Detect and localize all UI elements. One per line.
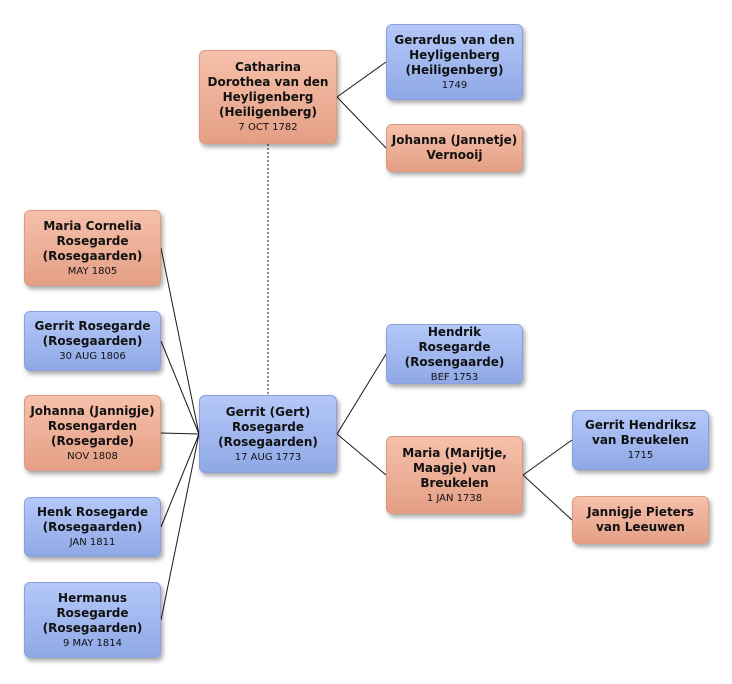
person-box-maria-cornelia[interactable]: Maria Cornelia Rosegarde (Rosegaarden) MA… <box>24 210 161 286</box>
parent-link-maria-marijtje-jannigje <box>522 474 573 521</box>
person-date: 9 MAY 1814 <box>63 637 122 649</box>
person-date: 17 AUG 1773 <box>234 451 302 463</box>
person-date: JAN 1811 <box>69 537 116 548</box>
child-link-henk <box>160 433 200 528</box>
person-box-catharina[interactable]: Catharina Dorothea van den Heyligenberg … <box>199 50 337 144</box>
parent-link-catharina-johanna-vernooij <box>336 96 387 149</box>
person-date: 7 OCT 1782 <box>238 122 298 133</box>
person-date: 1715 <box>627 450 654 461</box>
person-box-gerardus[interactable]: Gerardus van den Heyligenberg (Heiligenb… <box>386 24 523 100</box>
person-name: Henk Rosegarde (Rosegaarden) <box>37 505 148 534</box>
parent-link-maria-marijtje-gerrit-hendriksz <box>522 439 573 476</box>
child-link-johanna-jannigje <box>160 432 200 435</box>
child-link-gerrit-rosegarde <box>160 340 200 435</box>
person-date: 1 JAN 1738 <box>426 492 483 504</box>
parent-link-gerrit-gert-hendrik <box>336 353 387 435</box>
child-link-maria-cornelia <box>160 247 200 435</box>
person-date: NOV 1808 <box>67 450 118 462</box>
person-name: Hermanus Rosegarde (Rosegaarden) <box>42 590 143 635</box>
person-name: Gerrit (Gert) Rosegarde (Rosegaarden) <box>218 404 318 449</box>
person-name: Johanna (Jannetje) Vernooij <box>391 133 518 162</box>
person-name: Johanna (Jannigje) Rosengarden (Rosegard… <box>30 403 155 448</box>
person-box-gerrit-gert[interactable]: Gerrit (Gert) Rosegarde (Rosegaarden) 17 … <box>199 395 337 473</box>
person-name: Gerrit Hendriksz van Breukelen <box>584 418 697 447</box>
person-box-maria-marijtje[interactable]: Maria (Marijtje, Maagje) van Breukelen 1 … <box>386 436 523 514</box>
parent-link-catharina-gerardus <box>336 61 387 98</box>
person-name: Gerardus van den Heyligenberg (Heiligenb… <box>394 32 515 77</box>
person-box-hermanus[interactable]: Hermanus Rosegarde (Rosegaarden) 9 MAY 18… <box>24 582 161 658</box>
person-name: Maria Cornelia Rosegarde (Rosegaarden) <box>42 218 143 263</box>
person-date: MAY 1805 <box>67 265 118 277</box>
person-box-johanna-jannigje[interactable]: Johanna (Jannigje) Rosengarden (Rosegard… <box>24 395 161 471</box>
person-name: Jannigje Pieters van Leeuwen <box>587 505 694 534</box>
person-box-jannigje[interactable]: Jannigje Pieters van Leeuwen <box>572 496 709 544</box>
person-name: Maria (Marijtje, Maagje) van Breukelen <box>402 445 507 490</box>
person-date: 30 AUG 1806 <box>59 351 126 362</box>
person-date: BEF 1753 <box>430 371 479 383</box>
parent-link-gerrit-gert-maria-marijtje <box>336 433 387 476</box>
person-box-gerrit-hendriksz[interactable]: Gerrit Hendriksz van Breukelen 1715 <box>572 410 709 470</box>
person-name: Hendrik Rosegarde (Rosengaarde) <box>404 324 505 369</box>
person-name: Gerrit Rosegarde (Rosegaarden) <box>34 319 151 348</box>
person-box-johanna-vernooij[interactable]: Johanna (Jannetje) Vernooij <box>386 124 523 172</box>
person-box-hendrik[interactable]: Hendrik Rosegarde (Rosengaarde) BEF 1753 <box>386 324 523 384</box>
child-link-hermanus <box>160 433 200 621</box>
person-box-henk[interactable]: Henk Rosegarde (Rosegaarden) JAN 1811 <box>24 497 161 557</box>
person-date: 1749 <box>441 79 468 91</box>
person-box-gerrit-rosegarde[interactable]: Gerrit Rosegarde (Rosegaarden) 30 AUG 180… <box>24 311 161 371</box>
person-name: Catharina Dorothea van den Heyligenberg … <box>207 60 329 119</box>
